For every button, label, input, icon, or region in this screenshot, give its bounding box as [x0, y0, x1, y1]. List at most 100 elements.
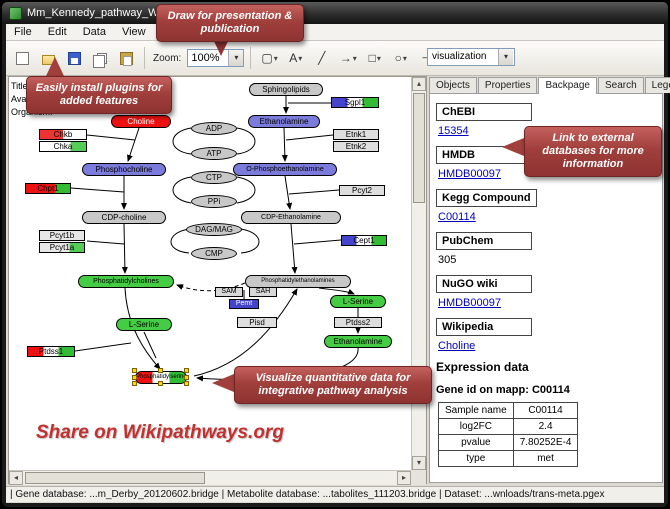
selection-handle[interactable]: [132, 368, 137, 373]
scroll-right-button[interactable]: ▸: [397, 471, 411, 485]
copy-button[interactable]: [88, 46, 112, 70]
pathway-node-atp[interactable]: ATP: [191, 147, 237, 160]
pathway-node-choline[interactable]: Choline: [111, 115, 171, 128]
pathway-node-chpt1[interactable]: Chpt1: [25, 183, 71, 194]
selection-handle[interactable]: [132, 374, 137, 380]
zoom-label: Zoom:: [153, 52, 182, 64]
menu-file[interactable]: File: [14, 26, 32, 38]
callout-arrow-up-icon: [46, 57, 64, 76]
menu-data[interactable]: Data: [82, 26, 106, 38]
tab-objects[interactable]: Objects: [429, 77, 477, 93]
tbar-tool[interactable]: ⊣: [415, 46, 439, 70]
new-button[interactable]: [10, 46, 34, 70]
arrow-tool-icon: →: [339, 51, 352, 65]
backpage-link[interactable]: HMDB00097: [438, 168, 501, 180]
titlebar[interactable]: Mm_Kennedy_pathway_WP1771_45176.gp: [2, 2, 668, 24]
pathway-node-cmp[interactable]: CMP: [191, 247, 237, 260]
vertical-scrollbar[interactable]: ▴ ▾: [411, 77, 426, 470]
pathway-node-sphingolipids[interactable]: Sphingolipids: [249, 83, 323, 96]
tab-legend[interactable]: Legend: [644, 77, 670, 93]
backpage-link[interactable]: C00114: [438, 211, 476, 223]
selection-handle[interactable]: [158, 381, 163, 386]
visualization-combobox[interactable]: visualization ▾: [427, 48, 515, 66]
pathway-node-sah[interactable]: SAH: [249, 287, 277, 297]
label-tool[interactable]: A▾: [284, 46, 308, 70]
selection-handle[interactable]: [132, 381, 137, 386]
chevron-down-icon: ▾: [402, 53, 407, 63]
rect-shape-tool[interactable]: □▾: [363, 46, 387, 70]
save-button[interactable]: [62, 46, 86, 70]
pathway-node-etnk1[interactable]: Etnk1: [333, 129, 379, 140]
rect-shape-tool-icon: □: [368, 51, 376, 65]
chevron-down-icon[interactable]: ▾: [228, 50, 244, 66]
pathway-node-cept1[interactable]: Cept1: [341, 235, 387, 246]
pathway-node-chka[interactable]: Chka: [39, 141, 87, 152]
tbar-tool-icon: ⊣: [421, 52, 431, 64]
backpage-link[interactable]: HMDB00097: [438, 297, 501, 309]
pathway-node-sam[interactable]: SAM: [215, 287, 243, 297]
pathway-node-dag-mag[interactable]: DAG/MAG: [186, 223, 242, 236]
expression-table-cell: 2.4: [512, 418, 579, 435]
pathway-node-pcyt2[interactable]: Pcyt2: [339, 185, 385, 196]
backpage-link[interactable]: 15354: [438, 125, 469, 137]
pathway-node-cdp-ethanolamine[interactable]: CDP-Ethanolamine: [241, 211, 341, 224]
tab-properties[interactable]: Properties: [477, 77, 538, 93]
selection-handle[interactable]: [158, 368, 163, 373]
scroll-down-button[interactable]: ▾: [412, 456, 426, 470]
line-tool[interactable]: ╱: [310, 46, 334, 70]
pathway-node-pcyt1b[interactable]: Pcyt1b: [39, 230, 85, 241]
pathway-node-chkb[interactable]: Chkb: [39, 129, 87, 140]
pathway-node-ptdss1[interactable]: Ptdss1: [27, 346, 75, 357]
pathway-node-cdp-choline[interactable]: CDP-choline: [82, 211, 166, 224]
pathway-node-ethanolamine[interactable]: Ethanolamine: [248, 115, 320, 128]
horizontal-scroll-thumb[interactable]: [25, 472, 205, 484]
chevron-down-icon: ▾: [376, 53, 381, 63]
selection-handle[interactable]: [184, 381, 189, 386]
pathway-node-etnk2[interactable]: Etnk2: [333, 141, 379, 152]
pathway-node-phosphatidylcholines[interactable]: Phosphatidylcholines: [78, 275, 174, 288]
pathway-node-sgpl1[interactable]: Sgpl1: [331, 97, 379, 108]
pathway-node-adp[interactable]: ADP: [191, 122, 237, 135]
tab-backpage[interactable]: Backpage: [538, 77, 597, 94]
pathway-node-l-serine[interactable]: L-Serine: [116, 318, 172, 331]
line-tool-icon: ╱: [318, 51, 326, 65]
pathway-node-ppi[interactable]: PPi: [191, 195, 237, 208]
menu-view[interactable]: View: [121, 26, 146, 38]
horizontal-scrollbar[interactable]: ◂ ▸: [9, 470, 411, 485]
status-bar: | Gene database: ...m_Derby_20120602.bri…: [6, 486, 664, 502]
chevron-down-icon[interactable]: ▾: [498, 49, 513, 65]
pathway-node-pcyt1a[interactable]: Pcyt1a: [39, 242, 85, 253]
side-panel-tabs: ObjectsPropertiesBackpageSearchLegend: [429, 77, 670, 94]
arrow-tool[interactable]: →▾: [336, 46, 361, 70]
backpage-section-header: ChEBI: [436, 103, 532, 121]
vertical-scroll-thumb[interactable]: [413, 93, 425, 203]
pathway-node-phosphocholine[interactable]: Phosphocholine: [82, 163, 166, 176]
pathway-node-pisd[interactable]: Pisd: [237, 317, 277, 328]
pathway-node-phosphatidylethanolamines[interactable]: Phosphatidylethanolamines: [245, 275, 351, 288]
toolbar-separator: [144, 47, 145, 69]
selection-handle[interactable]: [184, 368, 189, 373]
callout-arrow-left-icon: [212, 374, 234, 392]
app-icon: [9, 6, 22, 20]
menu-edit[interactable]: Edit: [47, 26, 67, 38]
pathway-node-ctp[interactable]: CTP: [191, 171, 237, 184]
label-tool-icon: A: [289, 51, 298, 65]
pathway-node-ethanolamine[interactable]: Ethanolamine: [324, 335, 392, 348]
scroll-left-button[interactable]: ◂: [9, 471, 23, 485]
ellipse-shape-tool[interactable]: ○▾: [389, 46, 413, 70]
paste-button[interactable]: [114, 46, 138, 70]
scroll-up-button[interactable]: ▴: [412, 77, 426, 91]
pathway-node-l-serine[interactable]: L-Serine: [330, 295, 386, 308]
pathway-editor-area: Title:Availability:Organism: Sphingolipi…: [8, 76, 427, 485]
tab-search[interactable]: Search: [597, 77, 644, 93]
datanode-tool[interactable]: ▢▾: [257, 46, 281, 70]
pathway-canvas[interactable]: Title:Availability:Organism: Sphingolipi…: [9, 77, 411, 470]
pathway-node-o-phosphoethanolamine[interactable]: O-Phosphoethanolamine: [233, 163, 337, 176]
pathway-node-ptdss2[interactable]: Ptdss2: [334, 317, 382, 328]
backpage-link[interactable]: Choline: [438, 340, 476, 352]
selection-handle[interactable]: [184, 374, 189, 380]
pathway-node-pemt[interactable]: Pemt: [229, 299, 259, 309]
